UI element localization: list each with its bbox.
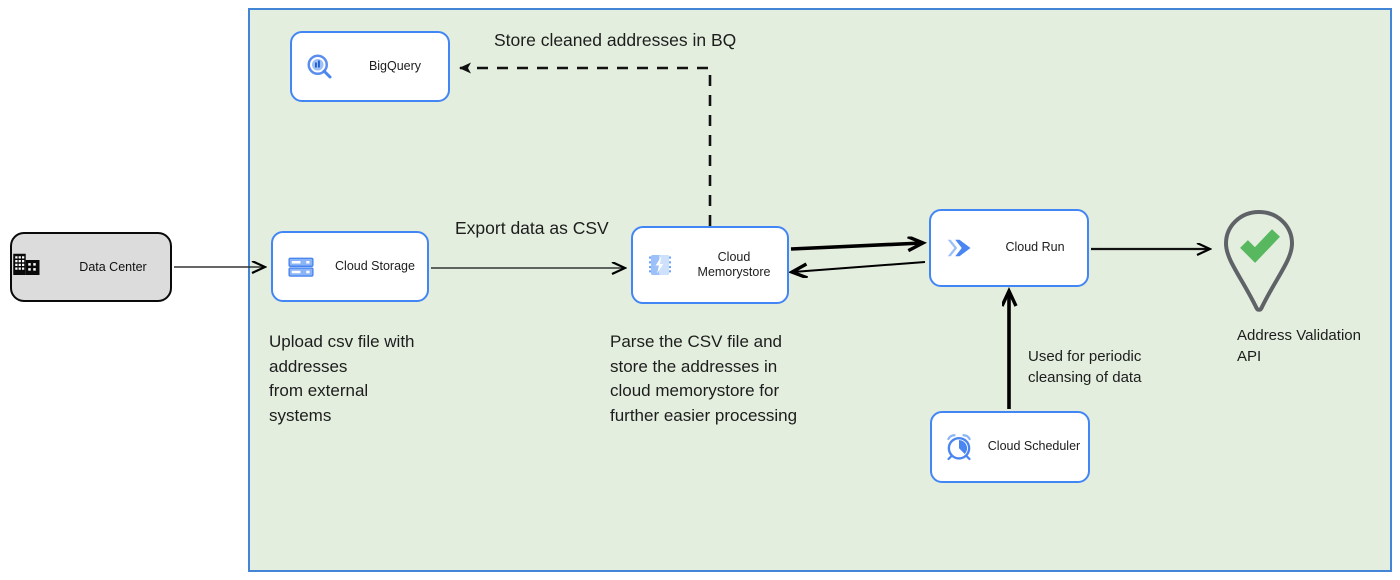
node-address-validation-api[interactable] — [1218, 208, 1300, 316]
edge-label-periodic-cleansing: Used for periodic cleansing of data — [1028, 348, 1142, 387]
edge-label-export-csv: Export data as CSV — [455, 218, 609, 238]
node-bigquery-label: BigQuery — [368, 58, 422, 73]
cloud-scheduler-alarm-clock-icon — [932, 432, 986, 462]
node-cloud-run-label: Cloud Run — [1005, 240, 1065, 255]
bigquery-icon — [292, 52, 348, 82]
data-center-building-icon — [12, 250, 64, 285]
node-cloud-storage[interactable]: Cloud Storage — [271, 231, 429, 302]
map-pin-check-icon — [1223, 209, 1295, 312]
annotation-upload-csv: Upload csv file with addresses from exte… — [269, 332, 415, 425]
node-cloud-scheduler[interactable]: Cloud Scheduler — [930, 411, 1090, 483]
node-cloud-storage-label: Cloud Storage — [335, 258, 415, 273]
edge-label-store-in-bq: Store cleaned addresses in BQ — [494, 30, 737, 50]
cloud-memorystore-icon — [633, 250, 687, 280]
node-data-center[interactable]: Data Center — [10, 232, 172, 302]
node-bigquery[interactable]: BigQuery — [290, 31, 450, 102]
node-address-validation-api-label: Address Validation API — [1237, 327, 1361, 366]
node-cloud-run[interactable]: Cloud Run — [929, 209, 1089, 287]
cloud-storage-icon — [273, 252, 329, 282]
google-cloud-boundary — [248, 8, 1392, 572]
node-data-center-label: Data Center — [79, 260, 147, 274]
annotation-parse-csv: Parse the CSV file and store the address… — [610, 332, 798, 425]
node-cloud-scheduler-label: Cloud Scheduler — [987, 439, 1081, 454]
node-cloud-memorystore-label: Cloud Memorystore — [697, 249, 771, 279]
node-cloud-memorystore[interactable]: Cloud Memorystore — [631, 226, 789, 304]
cloud-run-icon — [931, 233, 989, 263]
